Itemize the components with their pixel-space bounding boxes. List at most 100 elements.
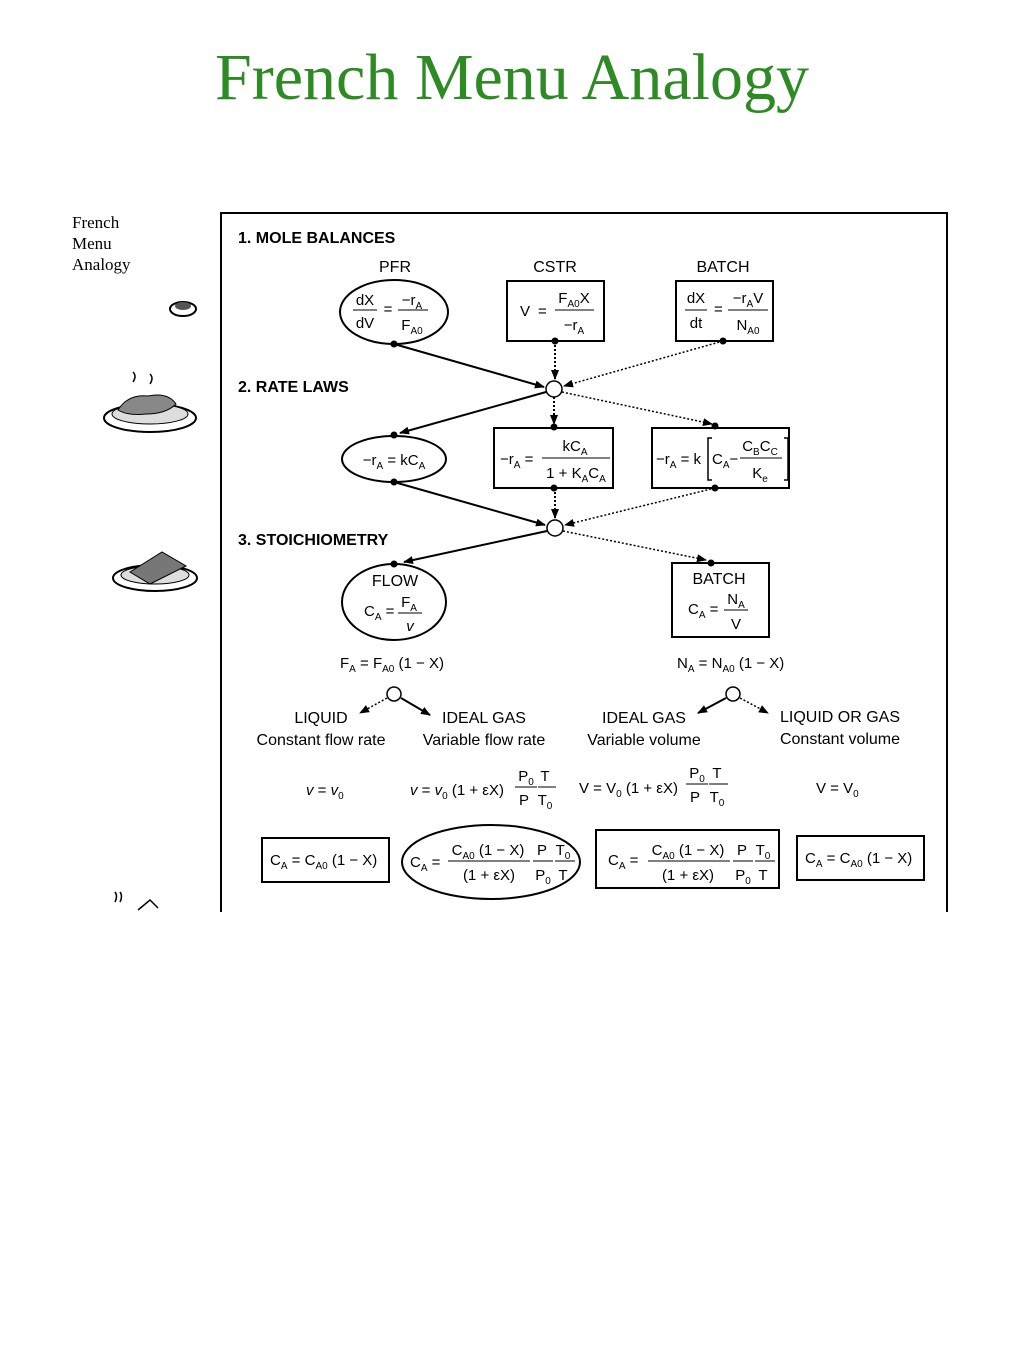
rate-law-reversible: −rA = k CA− CBCC Ke — [651, 427, 790, 489]
svg-text:P0: P0 — [535, 867, 551, 887]
svg-text:=: = — [384, 301, 393, 318]
pfr-equation: dX dV = −rA FA0 — [339, 279, 449, 345]
batch-mole-balance-equation: dX dt = −rAV NA0 — [675, 280, 774, 342]
liquid-or-gas-label: LIQUID OR GAS — [780, 709, 900, 726]
svg-text:V: V — [731, 616, 741, 633]
svg-text:CA =: CA = — [364, 603, 395, 623]
svg-text:kCA: kCA — [562, 438, 587, 458]
page-title: French Menu Analogy — [215, 41, 809, 114]
svg-text:Ke: Ke — [752, 465, 768, 485]
svg-text:CA0 (1 − X): CA0 (1 − X) — [452, 842, 525, 862]
mole-balances-header: 1. MOLE BALANCES — [238, 230, 396, 247]
svg-text:v: v — [406, 618, 415, 635]
svg-text:(1 + εX): (1 + εX) — [463, 867, 515, 884]
appetizer-icon — [169, 301, 197, 317]
svg-text:CA =: CA = — [688, 601, 719, 621]
side-label-line-2: Menu — [72, 234, 112, 253]
concentration-constant-volume: CA = CA0 (1 − X) — [796, 835, 925, 881]
svg-text:CA = CA0 (1 − X): CA = CA0 (1 − X) — [805, 850, 912, 870]
cstr-equation: V = FA0X −rA — [506, 280, 605, 342]
svg-text:P0: P0 — [518, 768, 534, 788]
coffee-icon — [114, 891, 159, 911]
constant-volume-relation: V = V0 — [816, 780, 859, 800]
flow-label: FLOW — [372, 573, 419, 590]
svg-text:(1 + εX): (1 + εX) — [662, 867, 714, 884]
svg-text:dX: dX — [687, 290, 705, 307]
ideal-gas-volume-label: IDEAL GAS — [602, 710, 686, 727]
stoichiometry-header: 3. STOICHIOMETRY — [238, 532, 389, 549]
svg-text:=: = — [714, 301, 723, 318]
pfr-label: PFR — [379, 259, 411, 276]
rate-law-langmuir: −rA = kCA 1 + KACA — [493, 427, 614, 489]
svg-text:T0: T0 — [556, 842, 571, 862]
svg-text:P0: P0 — [735, 867, 751, 887]
svg-text:1 + KACA: 1 + KACA — [546, 465, 606, 485]
svg-text:NA: NA — [727, 591, 745, 611]
svg-text:−rA: −rA — [402, 292, 423, 312]
svg-text:P0: P0 — [689, 765, 705, 785]
concentration-ideal-gas-flow: CA = CA0 (1 − X) (1 + εX) P P0 T0 T — [401, 824, 581, 900]
junction-node-2 — [546, 519, 564, 537]
batch-moles-relation: NA = NA0 (1 − X) — [677, 655, 784, 675]
batch-concentration: BATCH CA = NA V — [671, 562, 770, 638]
svg-text:−rA = kCA: −rA = kCA — [363, 452, 426, 472]
ideal-gas-volume-relation: V = V0 (1 + εX) P0 P T T0 — [579, 765, 728, 809]
svg-text:−rA =: −rA = — [500, 451, 534, 471]
ideal-gas-flow-label: IDEAL GAS — [442, 710, 526, 727]
svg-text:V = V0 (1 + εX): V = V0 (1 + εX) — [579, 780, 678, 800]
ideal-gas-flow-relation: v = v0 (1 + εX) P0 P T T0 — [410, 768, 556, 812]
side-label-line-1: French — [72, 213, 120, 232]
junction-node-3 — [386, 686, 402, 702]
svg-text:v = v0 (1 + εX): v = v0 (1 + εX) — [410, 782, 504, 802]
svg-text:T: T — [758, 867, 767, 884]
concentration-liquid-flow: CA = CA0 (1 − X) — [261, 837, 390, 883]
svg-text:−rAV: −rAV — [733, 290, 763, 310]
svg-text:CA−: CA− — [712, 451, 739, 471]
dessert-icon — [112, 551, 198, 592]
liquid-sub-label: Constant flow rate — [257, 732, 386, 749]
concentration-ideal-gas-volume: CA = CA0 (1 − X) (1 + εX) P P0 T0 T — [595, 829, 780, 889]
svg-text:FA0X: FA0X — [558, 290, 589, 310]
svg-text:NA0: NA0 — [736, 317, 760, 337]
svg-text:dX: dX — [356, 292, 374, 309]
junction-node-1 — [545, 380, 563, 398]
flow-concentration: FLOW CA = FA v — [341, 563, 447, 641]
svg-text:T: T — [540, 768, 549, 785]
svg-text:dt: dt — [690, 315, 703, 332]
side-label: French Menu Analogy — [72, 212, 131, 275]
batch-stoich-label: BATCH — [692, 571, 745, 588]
ideal-gas-flow-sub-label: Variable flow rate — [423, 732, 546, 749]
svg-text:−rA: −rA — [564, 317, 585, 337]
svg-text:CA0 (1 − X): CA0 (1 − X) — [652, 842, 725, 862]
svg-text:−rA = k: −rA = k — [656, 451, 702, 471]
liquid-label: LIQUID — [294, 710, 347, 727]
svg-text:FA0: FA0 — [401, 317, 423, 337]
side-label-line-3: Analogy — [72, 255, 131, 274]
main-course-icon — [103, 371, 197, 433]
liquid-or-gas-sub-label: Constant volume — [780, 731, 900, 748]
svg-text:CA =: CA = — [410, 854, 441, 874]
svg-text:FA: FA — [401, 594, 417, 614]
svg-text:T0: T0 — [538, 792, 553, 812]
svg-text:P: P — [537, 842, 547, 859]
rate-laws-header: 2. RATE LAWS — [238, 379, 349, 396]
junction-node-4 — [725, 686, 741, 702]
liquid-flow-relation: v = v0 — [306, 782, 344, 802]
svg-text:=: = — [538, 303, 547, 320]
flow-molar-relation: FA = FA0 (1 − X) — [340, 655, 444, 675]
svg-text:P: P — [519, 792, 529, 809]
svg-text:CBCC: CBCC — [742, 438, 778, 458]
svg-text:T: T — [712, 765, 721, 782]
svg-text:T: T — [558, 867, 567, 884]
rate-law-elementary: −rA = kCA — [341, 435, 447, 483]
svg-text:dV: dV — [356, 315, 374, 332]
ideal-gas-volume-sub-label: Variable volume — [587, 732, 701, 749]
svg-text:CA = CA0 (1 − X): CA = CA0 (1 − X) — [270, 852, 377, 872]
svg-text:P: P — [690, 789, 700, 806]
svg-text:T0: T0 — [756, 842, 771, 862]
svg-text:CA =: CA = — [608, 852, 639, 872]
svg-text:P: P — [737, 842, 747, 859]
diagram-frame — [220, 212, 948, 912]
cstr-label: CSTR — [533, 259, 577, 276]
svg-text:T0: T0 — [710, 789, 725, 809]
